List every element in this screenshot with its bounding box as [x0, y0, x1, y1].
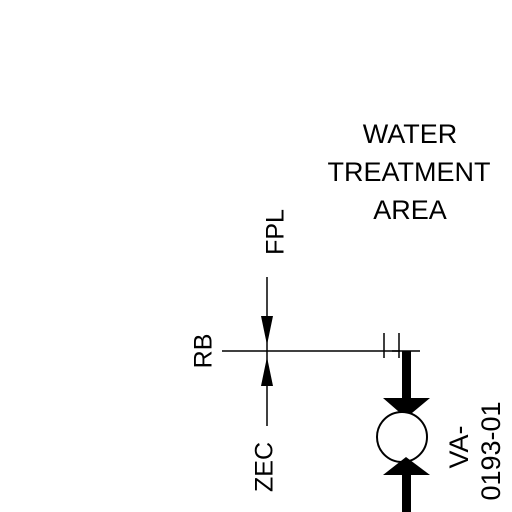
up-arrow-icon — [261, 357, 273, 386]
down-arrow-icon — [261, 316, 273, 345]
valve-tag-line-1: VA- — [444, 425, 474, 468]
valve-stem-upper — [402, 351, 411, 401]
junction-label: RB — [190, 334, 218, 369]
valve-assembly — [376, 350, 430, 512]
valve-inlet-arrow-icon — [383, 398, 430, 418]
area-label-line-1: WATER — [363, 119, 458, 149]
end-cap-icon — [383, 333, 400, 358]
valve-tag-line-2: 0193-01 — [476, 401, 506, 500]
upper-line-label: FPL — [262, 209, 290, 255]
valve-body-icon — [376, 411, 428, 463]
area-label-line-3: AREA — [373, 195, 447, 225]
valve-outlet-arrow-icon — [383, 457, 430, 475]
lower-line-label: ZEC — [251, 442, 279, 492]
valve-stem-lower — [402, 475, 411, 512]
area-label-line-2: TREATMENT — [328, 157, 491, 187]
area-label: WATER TREATMENT AREA — [328, 119, 491, 225]
